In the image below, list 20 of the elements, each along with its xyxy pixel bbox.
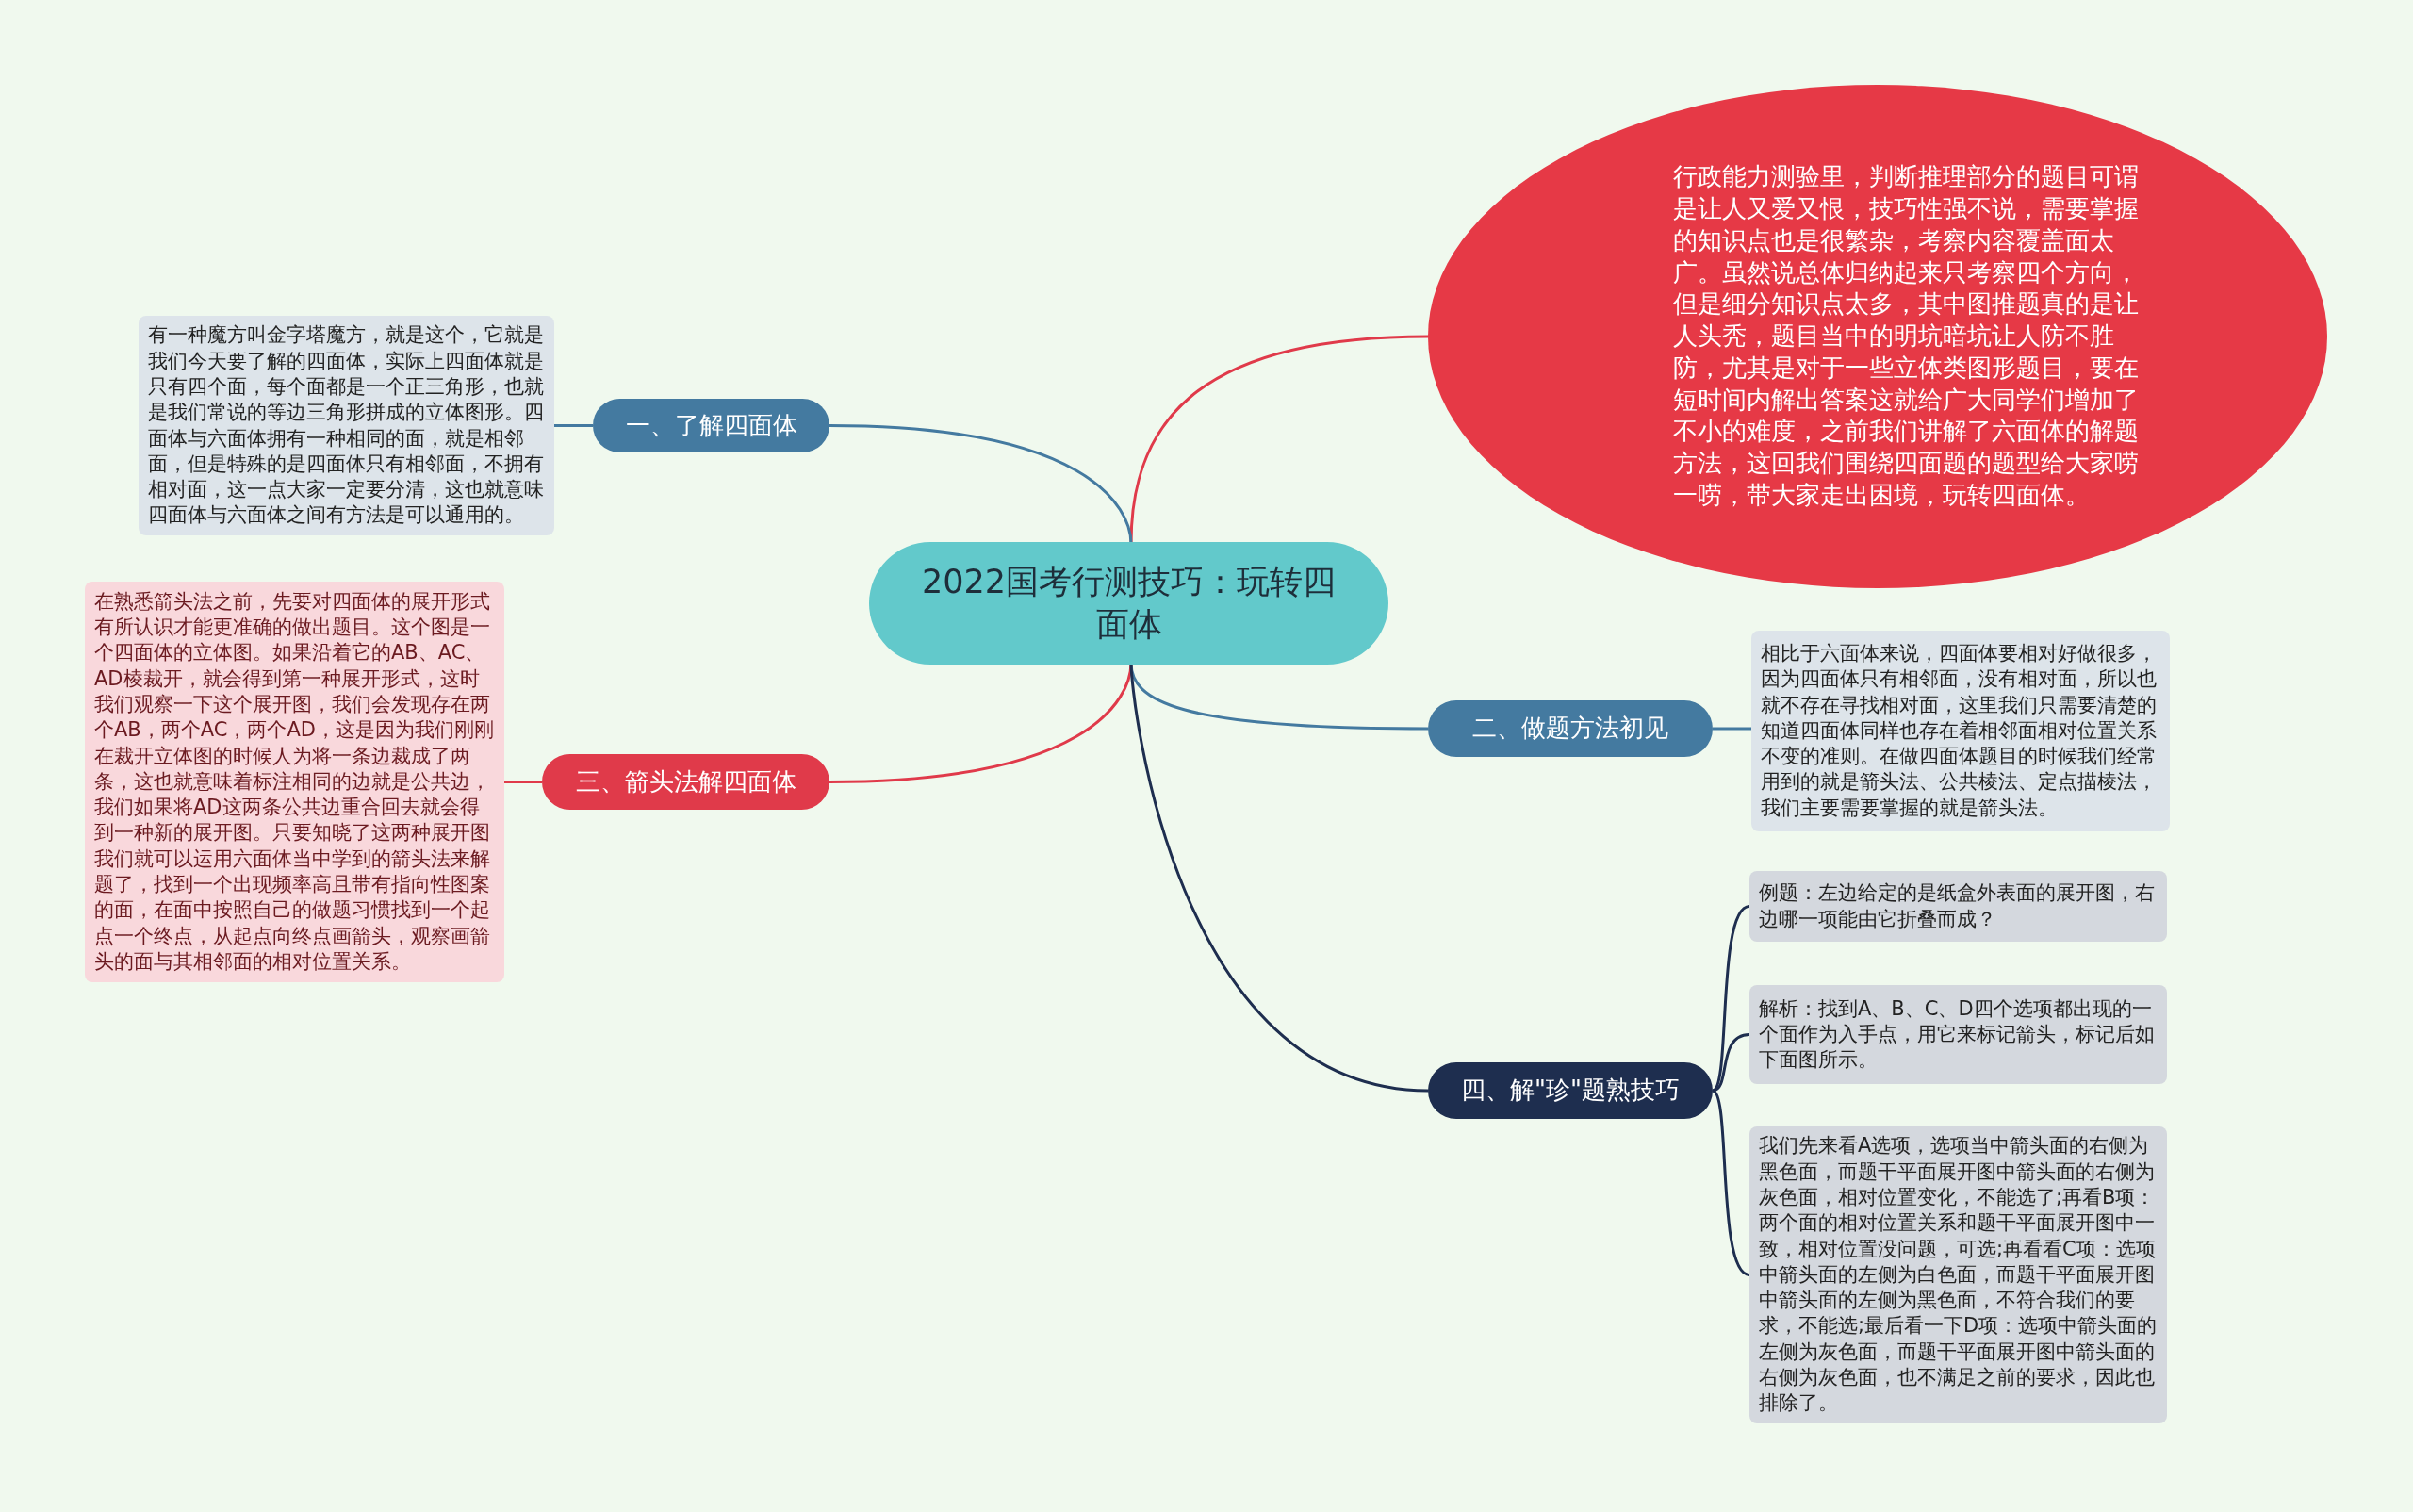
- connector-line: [1712, 1089, 1750, 1276]
- text-box: 解析：找到A、B、C、D四个选项都出现的一个面作为入手点，用它来标记箭头，标记后如下面图所示。: [1749, 985, 2167, 1084]
- connector-line: [554, 424, 593, 427]
- branch-box: 一、了解四面体: [593, 399, 829, 452]
- branch-box: 四、解"珍"题熟技巧: [1428, 1062, 1713, 1119]
- branch-box: 三、箭头法解四面体: [542, 754, 829, 810]
- text-box: 有一种魔方叫金字塔魔方，就是这个，它就是我们今天要了解的四面体，实际上四面体就是只有四个面，每个面都是一个正三角形，也就是我们常说的等边三角形拼成的立体图形。四面体与六面体拥有一种相同的面，就是相邻面，但是特殊的是四面体只有相邻面，不拥有相对面，这一点大家一定要分清，这也就意味四面体与六面体之间有方法是可以通用的。: [139, 316, 554, 535]
- connector-line: [1713, 727, 1751, 731]
- intro-ellipse: 行政能力测验里，判断推理部分的题目可谓是让人又爱又恨，技巧性强不说，需要掌握的知识点也是很繁杂，考察内容覆盖面太广。虽然说总体归纳起来只考察四个方向，但是细分知识点太多，其中图推题真的是让人头秃，题目当中的明坑暗坑让人防不胜防，尤其是对于一些立体类图形题目，要在短时间内解出答案这就给广大同学们增加了不小的难度，之前我们讲解了六面体的解题方法，这回我们围绕四面题的题型给大家唠一唠，带大家走出困境，玩转四面体。: [1428, 85, 2327, 588]
- connector-line: [1129, 662, 1429, 1093]
- connector-line: [829, 424, 1133, 545]
- text-box: 我们先来看A选项，选项当中箭头面的右侧为黑色面，而题干平面展开图中箭头面的右侧为灰色面，相对位置变化，不能选了;再看B项：两个面的相对位置关系和题干平面展开图中一致，相对位置没问题，可选;再看看C项：选项中箭头面的左侧为白色面，而题干平面展开图中箭头面的左侧为黑色面，不符合我们的要求，不能选;最后看一下D项：选项中箭头面的左侧为灰色面，而题干平面展开图中箭头面的右侧为灰色面，也不满足之前的要求，因此也排除了。: [1749, 1126, 2167, 1423]
- text-box: 例题：左边给定的是纸盒外表面的展开图，右边哪一项能由它折叠而成？: [1749, 871, 2167, 942]
- connector-line: [1129, 335, 1429, 545]
- connector-line: [504, 781, 542, 783]
- connector-line: [829, 662, 1133, 783]
- branch-box: 二、做题方法初见: [1428, 700, 1713, 757]
- text-box: 相比于六面体来说，四面体要相对好做很多，因为四面体只有相邻面，没有相对面，所以也就不存在寻找相对面，这里我们只需要清楚的知道四面体同样也存在着相邻面相对位置关系不变的准则。在做四面体题目的时候我们经常用到的就是箭头法、公共棱法、定点描棱法，我们主要需要掌握的就是箭头法。: [1751, 631, 2170, 831]
- text-box: 在熟悉箭头法之前，先要对四面体的展开形式有所认识才能更准确的做出题目。这个图是一个四面体的立体图。如果沿着它的AB、AC、AD棱裁开，就会得到第一种展开形式，这时我们观察一下这个展开图，我们会发现存在两个AB，两个AC，两个AD，这是因为我们刚刚在裁开立体图的时候人为将一条边裁成了两条，这也就意味着标注相同的边就是公共边，我们如果将AD这两条公共边重合回去就会得到一种新的展开图。只要知晓了这两种展开图我们就可以运用六面体当中学到的箭头法来解题了，找到一个出现频率高且带有指向性图案的面，在面中按照自己的做题习惯找到一个起点一个终点，从起点向终点画箭头，观察画箭头的面与其相邻面的相对位置关系。: [85, 582, 504, 982]
- topic-box: 2022国考行测技巧：玩转四面体: [869, 542, 1388, 665]
